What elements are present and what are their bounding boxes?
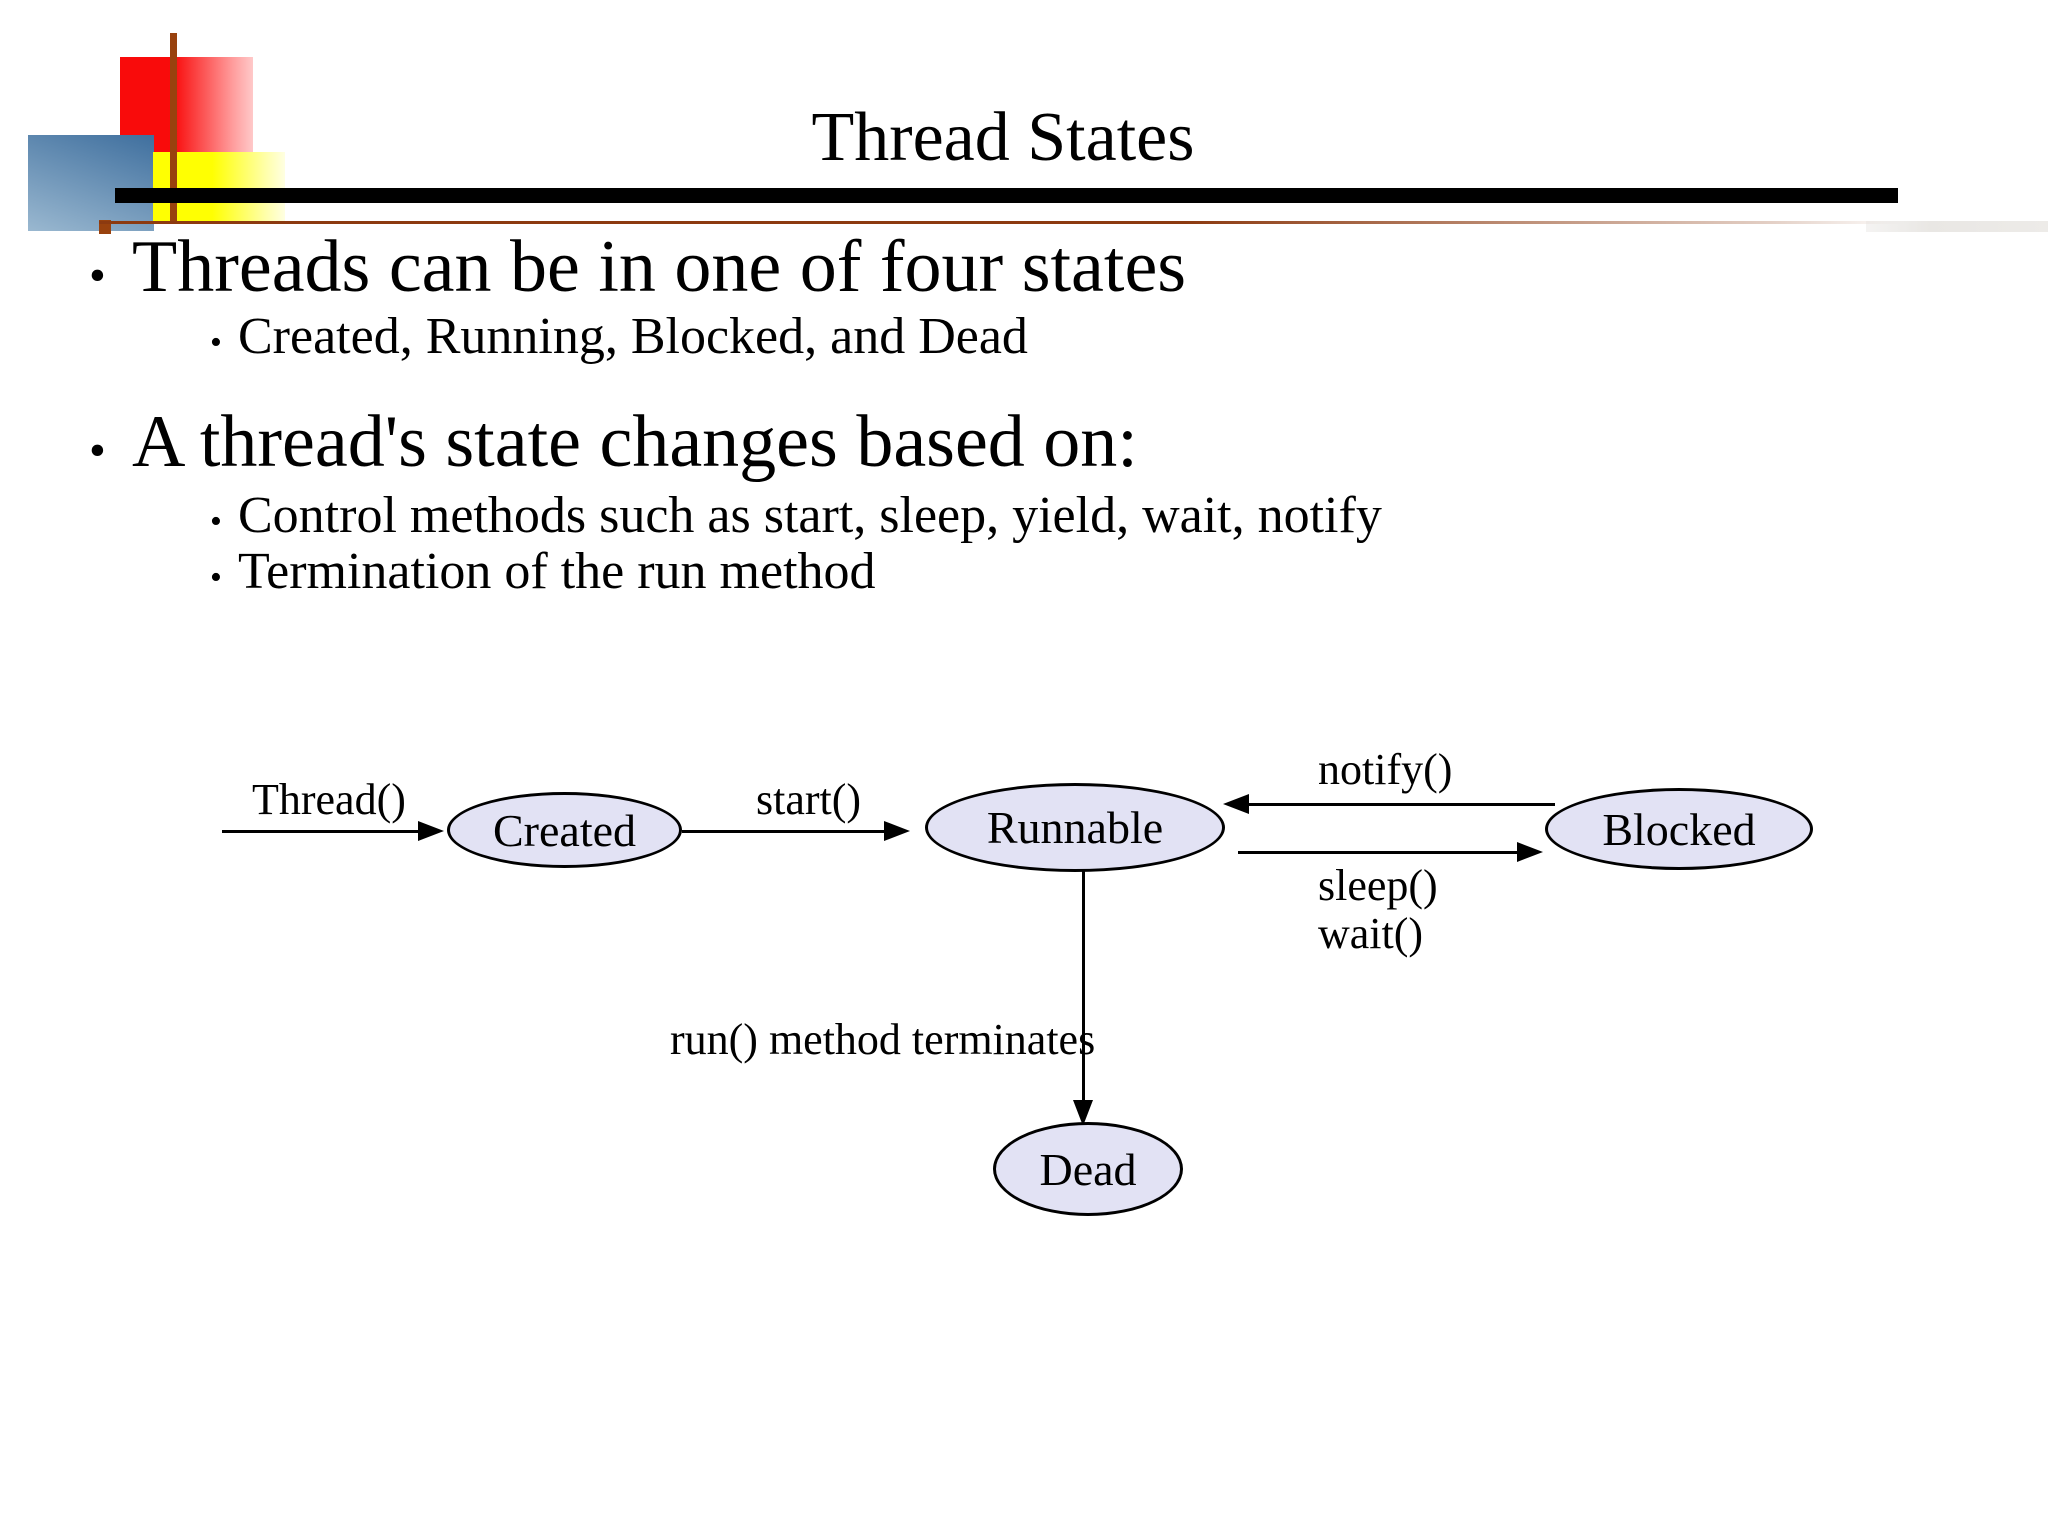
arrowhead-left-icon <box>1223 794 1249 814</box>
transition-label-run-terminates: run() method terminates <box>670 1015 1096 1064</box>
transition-label-thread: Thread() <box>252 775 406 824</box>
state-label: Runnable <box>986 802 1164 853</box>
transition-arrow-thread <box>222 830 418 833</box>
state-label: Blocked <box>1602 803 1756 855</box>
arrowhead-down-icon <box>1073 1100 1093 1126</box>
decoration-brown-vertical-line <box>170 33 177 221</box>
transition-label-notify: notify() <box>1318 745 1453 794</box>
transition-arrow-start <box>682 830 884 833</box>
bullet-marker: • <box>89 249 106 302</box>
bullet-text: Control methods such as start, sleep, yi… <box>238 487 1382 544</box>
bullet-item: • Created, Running, Blocked, and Dead <box>210 307 1028 367</box>
bullet-item: • Threads can be in one of four states <box>89 225 1186 310</box>
state-label: Dead <box>1039 1143 1137 1195</box>
transition-arrow-sleep-wait <box>1238 851 1518 854</box>
decoration-blue-rect <box>28 135 154 231</box>
bullet-text: A thread's state changes based on: <box>132 401 1138 483</box>
bullet-item: • Control methods such as start, sleep, … <box>210 486 1382 546</box>
state-node-dead: Dead <box>993 1122 1183 1216</box>
transition-label-sleep-wait: sleep() wait() <box>1318 861 1438 958</box>
title-underline-bar <box>115 188 1898 203</box>
state-node-blocked: Blocked <box>1545 788 1813 870</box>
bullet-marker: • <box>210 324 222 361</box>
transition-arrow-run-terminates <box>1082 858 1085 1101</box>
state-node-created: Created <box>447 792 682 868</box>
arrowhead-right-icon <box>418 821 444 841</box>
arrowhead-right-icon <box>884 821 910 841</box>
transition-label-start: start() <box>756 775 862 824</box>
slide-title: Thread States <box>811 99 1195 176</box>
bullet-marker: • <box>210 559 222 596</box>
bullet-marker: • <box>89 424 106 477</box>
decoration-brown-line <box>99 221 1909 224</box>
bullet-item: • Termination of the run method <box>210 542 876 602</box>
arrowhead-right-icon <box>1517 842 1543 862</box>
bullet-marker: • <box>210 503 222 540</box>
transition-arrow-notify <box>1249 803 1555 806</box>
state-label: Created <box>492 804 637 856</box>
bullet-item: • A thread's state changes based on: <box>89 400 1138 485</box>
bullet-text: Threads can be in one of four states <box>132 226 1187 308</box>
bullet-text: Created, Running, Blocked, and Dead <box>238 308 1028 365</box>
bullet-text: Termination of the run method <box>238 543 876 600</box>
state-node-runnable: Runnable <box>925 783 1225 872</box>
decoration-gray-line <box>1866 221 2048 232</box>
